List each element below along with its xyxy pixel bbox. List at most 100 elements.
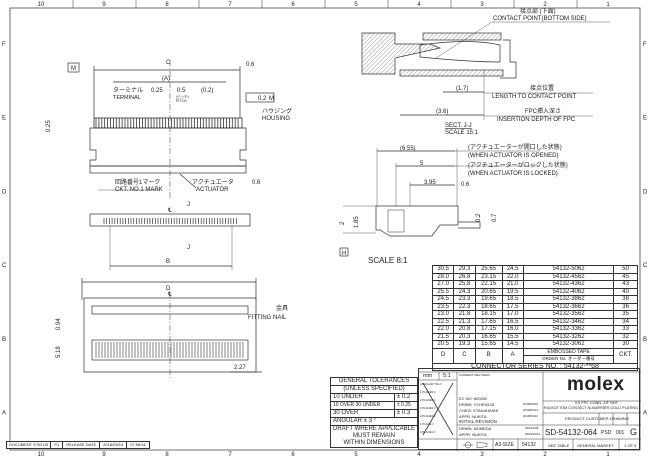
table-cell: 22.0 [431,325,455,334]
datum-h-box [339,247,349,257]
contact-point-jp: 接点部 (下面) [520,7,556,15]
dim-a: (A) [162,76,170,82]
table-cell: 14.5 [501,340,524,349]
document-number: SD-54132-064 [545,428,598,437]
header-b: B [474,347,503,364]
table-cell: 36 [613,302,638,311]
dim-0-6: 0.6 [246,62,255,68]
zone-column-label-bottom: 7 [228,452,232,457]
drawing-type: PRODUCT CUSTOMER DRAWING [565,416,629,421]
zone-column-label-bottom: 10 [38,452,45,457]
zone-row-label: B [2,337,6,343]
zone-column-label-bottom: 9 [102,452,106,457]
zone-column-label-bottom: 5 [354,452,358,457]
dim-1-7: (1.7) [456,86,468,92]
top-view [67,60,275,200]
zone-row-label: E [2,116,6,122]
initial-drawn-date: 2004/10/8 [525,426,539,430]
dim-0-25: 0.25 [151,88,163,94]
zone-row-label: C [2,263,7,269]
table-cell: 17.15 [474,325,503,334]
projection-symbol [463,441,488,449]
document-type: PSD [601,430,612,436]
tolerance-value: ± 0.25 [393,401,419,410]
table-cell: 28.0 [431,272,455,281]
side-view-scale: SCALE 8:1 [368,256,408,265]
table-cell: 15.5 [501,332,524,341]
zone-column-label: 8 [165,2,169,8]
zone-row-label-right: C [643,263,648,269]
table-cell: 43 [613,280,638,289]
centerline-mark: ℄ [167,208,172,214]
table-cell: 21.3 [453,317,476,326]
pitch-label-jp: (ピッチ) [176,94,189,99]
dim-0-2: (0.2) [201,88,213,94]
table-cell: 50 [613,265,638,274]
front-view [89,213,251,270]
housing-label-jp: ハウジング [262,107,292,115]
table-cell: 54132-3562 [522,310,615,319]
table-cell: 18.65 [474,302,503,311]
dim-5-18: 5.18 [56,346,62,358]
position-tolerance: 0.2 [258,96,267,102]
initial-approved-date: 2004/10/14 [525,432,541,436]
table-cell: 29.3 [453,265,476,274]
zone-row-label-right: A [643,411,647,417]
dim-b: B [166,259,170,265]
zone-column-label: 9 [102,2,106,8]
zone-column-label: 5 [354,2,358,8]
table-cell: 23.3 [453,295,476,304]
release-time: 07:58:51 [130,442,146,447]
pitch-label-en: PITCH [176,99,187,103]
header-order-no: ORDER No. オーダー番号 [522,355,615,364]
table-cell: 19.3 [453,340,476,349]
tolerance-value: ± 0.3 [393,409,419,418]
table-cell: 18.15 [474,310,503,319]
zone-column-label: 2 [543,2,547,8]
header-embossed-tape: EMBOSSED TAPE [522,347,615,356]
angular-tolerance: ANGULAR ± 3 ° [330,417,418,426]
insertion-depth-jp: FPC挿入深さ [525,107,561,115]
table-cell: 18.5 [501,295,524,304]
header-a: A [501,347,524,364]
cut-j-front: J [187,245,190,251]
checked-by: CHK'D: KTAKAHASHI [459,408,499,413]
table-cell: 21.0 [501,280,524,289]
position-tolerance-frame [245,92,275,103]
table-cell: 19.5 [501,287,524,296]
table-cell: 20.8 [453,325,476,334]
table-cell: 21.5 [431,332,455,341]
zone-row-label-right: B [643,337,647,343]
table-cell: 16.0 [501,325,524,334]
place-tolerance-label: 1 PLACES ± [420,390,436,394]
molex-logo: molex [567,374,625,395]
table-cell: 33 [613,325,638,334]
table-cell: 17.65 [474,317,503,326]
checked-date: 2018/03/14 [523,408,539,412]
length-contact-en: LENGTH TO CONTACT POINT [492,94,577,100]
ckt-mark-jp: 回路番号1マーク [115,178,160,186]
contact-point-en: CONTACT POINT(BOTTOM SIDE) [493,16,587,22]
dim-1-85: 1.85 [354,216,360,228]
document-part: 001 [616,430,625,436]
table-cell: 24.5 [501,265,524,274]
header-c: C [453,347,476,364]
zone-column-label: 4 [417,2,421,8]
dim-pitch-0-5: 0.5 [177,88,186,94]
revision: G [630,427,638,437]
tolerance-range: 30 OVER [330,409,395,418]
place-tolerance-label: 4 PLACES ± [420,414,436,418]
document-status: P1 [51,442,64,448]
title-block-grid [419,371,641,451]
table-cell: 22.0 [501,272,524,281]
dim-2: 2 [340,221,346,225]
dim-5: 5 [420,161,424,167]
zone-column-label-bottom: 8 [165,452,169,457]
table-cell: 54132-3462 [522,317,615,326]
zone-row-label-right: E [643,116,647,122]
table-cell: 54132-5062 [522,265,615,274]
fitting-nail-jp: 金具 [276,304,288,312]
sheet-number: 1 OF 3 [624,443,637,448]
zone-row-label: D [2,189,7,195]
